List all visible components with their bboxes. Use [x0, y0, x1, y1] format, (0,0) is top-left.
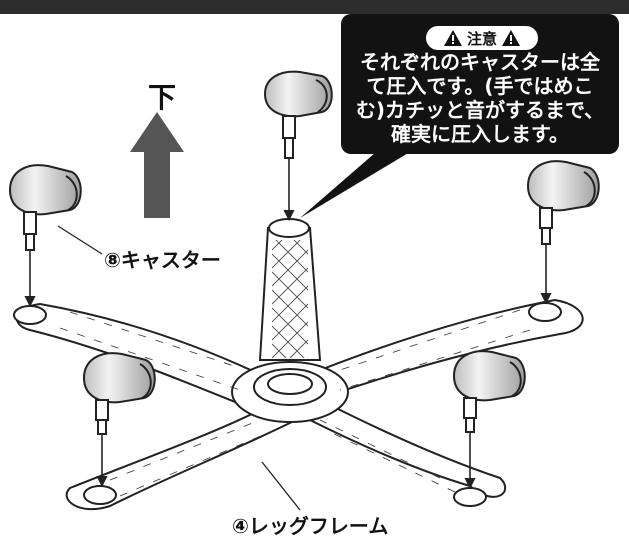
insertion-arrows — [24, 158, 552, 490]
caster-right — [526, 160, 600, 245]
caution-header: 注意 — [426, 26, 538, 50]
caution-line: む)カチッと音がするまで、 — [355, 98, 605, 122]
caution-line: 確実に圧入します。 — [391, 122, 569, 146]
caster-lower-right — [452, 350, 526, 433]
caster-lower-left — [82, 352, 156, 435]
header-bar — [0, 0, 629, 14]
caster-label: ⑧キャスター — [104, 248, 221, 272]
warning-triangle-icon — [501, 29, 521, 47]
leader-lines — [57, 225, 301, 511]
caution-line: て圧入です。(手ではめこ — [366, 74, 594, 98]
warning-triangle-icon — [443, 29, 463, 47]
leg-frame-ribs — [59, 240, 531, 497]
caster-top — [263, 70, 333, 159]
caster-left — [8, 164, 82, 251]
caution-line: それぞれのキャスターは全 — [360, 50, 600, 74]
caution-text: それぞれのキャスターは全 て圧入です。(手ではめこ む)カチッと音がするまで、 … — [341, 50, 619, 146]
caution-callout: 注意 それぞれのキャスターは全 て圧入です。(手ではめこ む)カチッと音がするま… — [341, 14, 619, 154]
callout-pointer — [300, 140, 430, 218]
caution-header-label: 注意 — [466, 29, 497, 48]
up-arrow-icon — [130, 112, 184, 218]
direction-label: 下 — [148, 81, 177, 114]
frame-label: ④レッグフレーム — [232, 514, 389, 538]
